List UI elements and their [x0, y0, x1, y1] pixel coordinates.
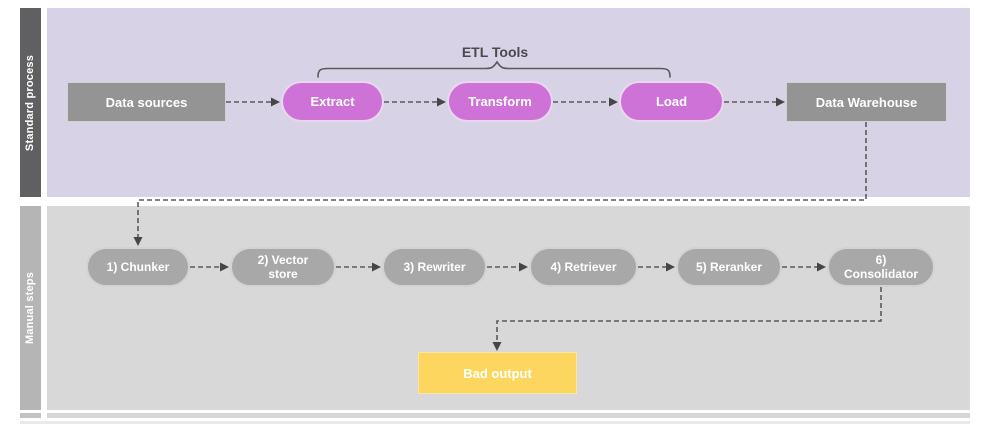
node-reranker-label: 5) Reranker — [695, 260, 763, 274]
node-bad-output-label: Bad output — [463, 365, 532, 381]
node-vector-store-label: 2) Vector store — [257, 253, 309, 281]
lane-standard-process-title: Standard process — [24, 54, 37, 151]
node-extract: Extract — [281, 81, 384, 122]
node-rewriter-label: 3) Rewriter — [403, 260, 466, 274]
lane-manual-steps-label-bar: Manual steps — [20, 206, 41, 410]
node-reranker: 5) Reranker — [676, 247, 782, 287]
node-bad-output: Bad output — [418, 352, 577, 394]
node-data-warehouse: Data Warehouse — [786, 82, 947, 122]
node-consolidator-label: 6) Consolidator — [844, 253, 918, 281]
lane-standard-process-label-bar: Standard process — [20, 8, 41, 197]
node-chunker: 1) Chunker — [86, 247, 190, 287]
diagram-bottom-edge — [20, 421, 970, 424]
node-data-warehouse-label: Data Warehouse — [815, 94, 918, 110]
node-retriever-label: 4) Retriever — [550, 260, 617, 274]
node-chunker-label: 1) Chunker — [106, 260, 170, 274]
lane-manual-steps-title: Manual steps — [24, 271, 37, 345]
node-extract-label: Extract — [310, 94, 355, 109]
node-transform-label: Transform — [468, 94, 532, 109]
node-load-label: Load — [655, 94, 688, 109]
node-load: Load — [619, 81, 724, 122]
node-vector-store: 2) Vector store — [230, 247, 336, 287]
lane-sliver-label-bar — [20, 413, 41, 418]
node-data-sources-label: Data sources — [105, 94, 188, 110]
node-data-sources: Data sources — [67, 82, 226, 122]
lane-sliver-body — [47, 413, 970, 418]
node-consolidator: 6) Consolidator — [827, 247, 935, 287]
node-rewriter: 3) Rewriter — [382, 247, 487, 287]
etl-tools-group-label: ETL Tools — [461, 44, 529, 60]
node-transform: Transform — [447, 81, 553, 122]
node-retriever: 4) Retriever — [529, 247, 638, 287]
